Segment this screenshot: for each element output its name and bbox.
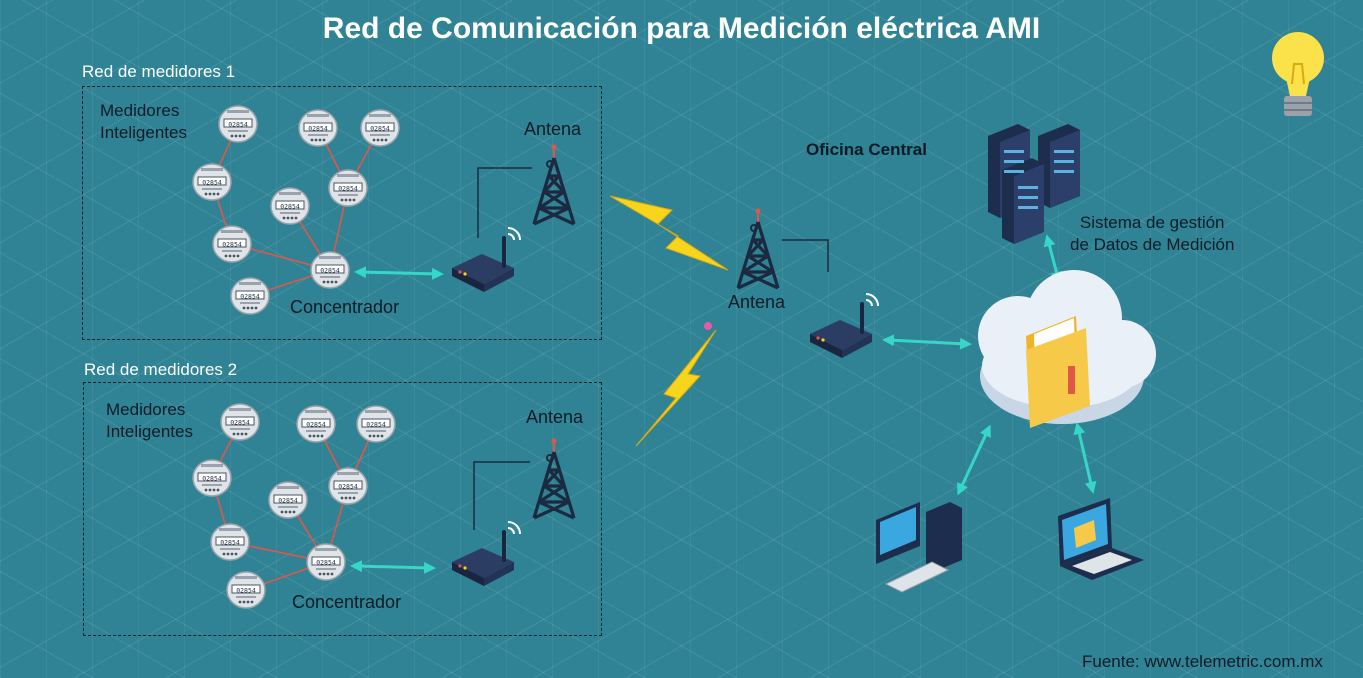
meter-reading: 02854 bbox=[338, 185, 358, 193]
mdms-label: Sistema de gestión de Datos de Medición bbox=[1070, 212, 1234, 256]
light-bulb-icon bbox=[1272, 32, 1324, 116]
network-2-box bbox=[83, 382, 602, 636]
meter-reading: 02854 bbox=[320, 267, 340, 275]
concentrator-router-arrow-1 bbox=[354, 266, 444, 280]
meter-reading: 02854 bbox=[278, 497, 298, 505]
meter-reading: 02854 bbox=[230, 419, 250, 427]
network-1-antenna-label: Antena bbox=[524, 119, 582, 139]
antenna-tower-icon bbox=[736, 206, 780, 290]
network-1-label: Red de medidores 1 bbox=[82, 62, 236, 81]
lightning-bolt-icon bbox=[635, 329, 717, 447]
central-antenna-label: Antena bbox=[728, 292, 786, 312]
lightning-bolt-icon bbox=[609, 195, 729, 271]
network-2-label: Red de medidores 2 bbox=[84, 360, 238, 379]
meter-reading: 02854 bbox=[228, 121, 248, 129]
meter-reading: 02854 bbox=[308, 125, 328, 133]
meters-label-line-1: Medidores bbox=[100, 101, 180, 120]
meter-reading: 02854 bbox=[236, 587, 256, 595]
source-credit: Fuente: www.telemetric.com.mx bbox=[1082, 652, 1323, 671]
meter-reading: 02854 bbox=[316, 559, 336, 567]
mdms-label-line-1: Sistema de gestión bbox=[1079, 213, 1225, 232]
meter-reading: 02854 bbox=[220, 539, 240, 547]
meters-label-line-1: Medidores bbox=[106, 400, 186, 419]
meters-label-line-2: Inteligentes bbox=[106, 422, 193, 441]
network-2-meters-label: Medidores Inteligentes bbox=[106, 399, 193, 443]
meter-reading: 02854 bbox=[306, 421, 326, 429]
meter-reading: 02854 bbox=[202, 475, 222, 483]
meter-reading: 02854 bbox=[202, 179, 222, 187]
page-title: Red de Comunicación para Medición eléctr… bbox=[322, 12, 1041, 45]
network-2-concentrator-label: Concentrador bbox=[292, 592, 402, 612]
network-1-concentrator-label: Concentrador bbox=[290, 297, 400, 317]
mdms-label-line-2: de Datos de Medición bbox=[1070, 235, 1235, 254]
concentrator-router-arrow-2 bbox=[350, 560, 436, 574]
wifi-router-icon bbox=[808, 292, 880, 360]
meter-reading: 02854 bbox=[280, 203, 300, 211]
cloud-folder-icon bbox=[978, 270, 1156, 428]
server-rack-icon bbox=[988, 124, 1080, 244]
meter-reading: 02854 bbox=[240, 293, 260, 301]
meter-reading: 02854 bbox=[222, 241, 242, 249]
network-1-box bbox=[82, 86, 602, 340]
network-2-antenna-label: Antena bbox=[526, 407, 584, 427]
meter-reading: 02854 bbox=[366, 421, 386, 429]
meters-label-line-2: Inteligentes bbox=[100, 123, 187, 142]
meter-reading: 02854 bbox=[338, 483, 358, 491]
desktop-computer-icon bbox=[876, 502, 962, 593]
network-1-meters-label: Medidores Inteligentes bbox=[100, 100, 187, 144]
meter-reading: 02854 bbox=[370, 125, 390, 133]
laptop-icon bbox=[1058, 498, 1144, 580]
central-office-label: Oficina Central bbox=[806, 140, 927, 159]
